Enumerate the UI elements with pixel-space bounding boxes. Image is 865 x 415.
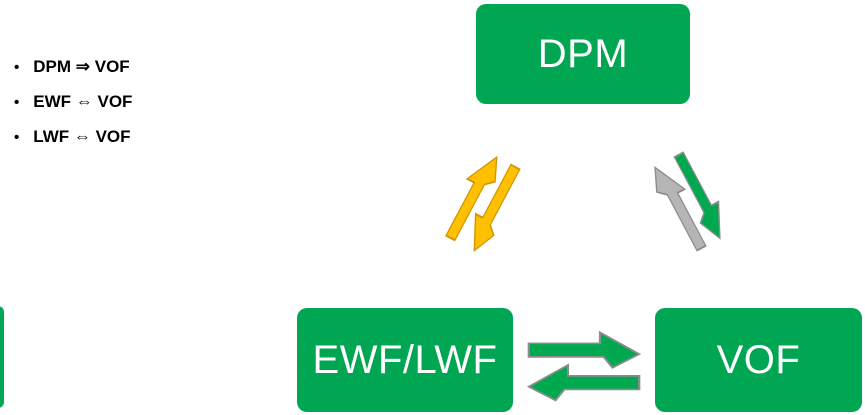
double-arrow-dpm-vof-icon: [644, 145, 739, 256]
arrow-up-gold-icon: [445, 155, 498, 242]
bullet-icon: •: [14, 129, 20, 146]
arrow-down-gold-icon: [473, 163, 521, 253]
node-vof-label: VOF: [716, 337, 801, 382]
arrow-down-green-icon: [673, 151, 721, 240]
legend-item-label: DPM ⇒ VOF: [33, 57, 130, 76]
legend-item-lwf-vof: • LWF ⇔ VOF: [14, 119, 132, 154]
node-dpm: DPM: [476, 4, 690, 104]
node-ewf-lwf: EWF/LWF: [297, 308, 513, 412]
coupling-legend: • DPM ⇒ VOF • EWF ⇔ VOF • LWF ⇔ VOF: [14, 49, 132, 154]
node-dpm-label: DPM: [537, 31, 629, 76]
arrow-right-green-icon: [527, 330, 642, 369]
arrow-left-green-icon: [526, 363, 641, 402]
arrow-up-gray-icon: [654, 166, 707, 252]
legend-item-label: LWF ⇔ VOF: [33, 127, 131, 146]
node-vof: VOF: [655, 308, 862, 412]
legend-item-label: EWF ⇔ VOF: [33, 92, 133, 111]
bullet-icon: •: [14, 59, 20, 76]
node-partial-cutoff: [0, 306, 4, 408]
bullet-icon: •: [14, 94, 20, 111]
double-arrow-ewflwf-vof-icon: [526, 327, 642, 403]
legend-item-ewf-vof: • EWF ⇔ VOF: [14, 84, 132, 119]
double-arrow-dpm-ewflwf-icon: [435, 146, 530, 257]
legend-item-dpm-vof: • DPM ⇒ VOF: [14, 49, 132, 84]
node-ewf-lwf-label: EWF/LWF: [312, 337, 498, 382]
